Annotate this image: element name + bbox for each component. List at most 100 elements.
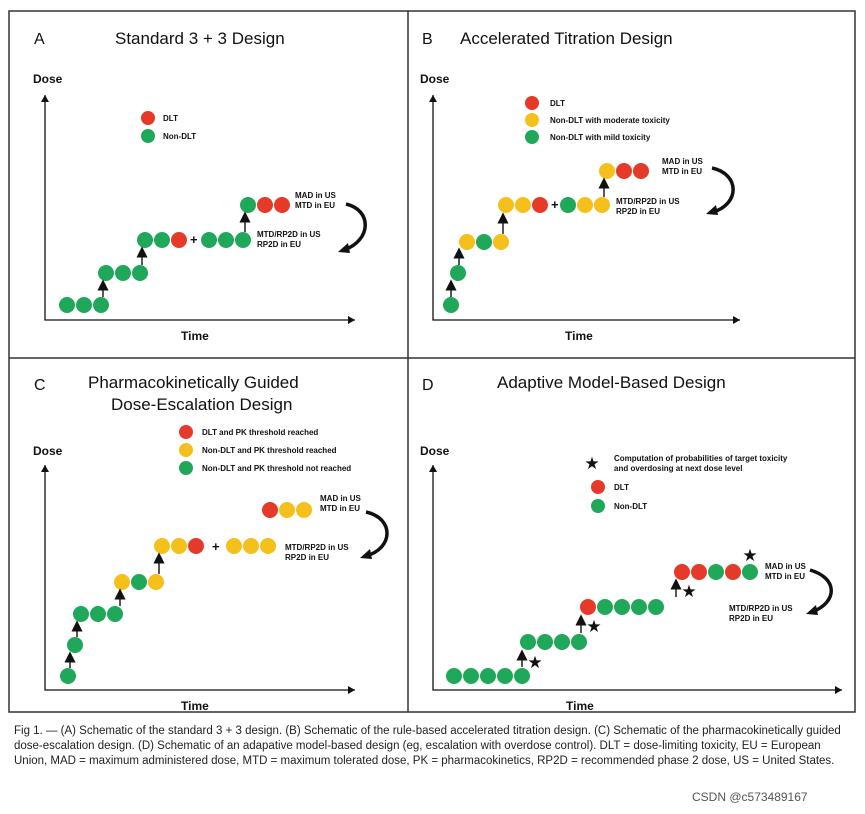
step-arrows [97, 211, 251, 297]
legend-label: Non-DLT and PK threshold not reached [202, 464, 351, 473]
upper-annotation: MAD in US [295, 191, 337, 200]
x-axis-label: Time [181, 329, 209, 343]
panel-title: Accelerated Titration Design [460, 29, 673, 48]
green-dot [497, 668, 513, 684]
lower-annotation: MTD/RP2D in US [616, 197, 680, 206]
y-axis-arrow-icon [429, 465, 437, 472]
yellow-dot [515, 197, 531, 213]
legend-green-dot [525, 130, 539, 144]
red-dot [274, 197, 290, 213]
legend-label: DLT [163, 114, 178, 123]
green-dot [73, 606, 89, 622]
lower-annotation: RP2D in EU [285, 553, 329, 562]
legend-green-dot [141, 129, 155, 143]
green-dot [59, 297, 75, 313]
upper-annotation: MTD in EU [295, 201, 335, 210]
green-dot [597, 599, 613, 615]
green-dot [446, 668, 462, 684]
yellow-dot [459, 234, 475, 250]
red-dot [257, 197, 273, 213]
legend-red-dot [591, 480, 605, 494]
legend-label: Non-DLT with moderate toxicity [550, 116, 670, 125]
legend-yellow-dot [525, 113, 539, 127]
star-icon: ★ [586, 617, 601, 636]
curved-arrow-head-icon [338, 243, 350, 253]
lower-annotation: RP2D in EU [257, 240, 301, 249]
lower-annotation: RP2D in EU [729, 614, 773, 623]
panel-letter: C [34, 377, 46, 394]
axes [432, 465, 842, 691]
y-axis-arrow-icon [41, 465, 49, 472]
legend-red-dot [179, 425, 193, 439]
curved-arrow-icon [343, 202, 367, 252]
y-axis-label: Dose [420, 444, 450, 458]
axes [44, 465, 355, 691]
yellow-dot [243, 538, 259, 554]
green-dot [443, 297, 459, 313]
x-axis-label: Time [565, 329, 593, 343]
panel-d: D Adaptive Model-Based Design Dose Time … [420, 373, 842, 713]
red-dot [532, 197, 548, 213]
red-dot [580, 599, 596, 615]
panel-title: Adaptive Model-Based Design [497, 373, 726, 392]
red-dot [188, 538, 204, 554]
green-dot [60, 668, 76, 684]
y-axis-label: Dose [33, 72, 63, 86]
green-dot [240, 197, 256, 213]
upper-annotation: MAD in US [662, 157, 704, 166]
green-dot [520, 634, 536, 650]
curved-arrow-icon [809, 568, 833, 614]
yellow-dot [493, 234, 509, 250]
y-axis-label: Dose [33, 444, 63, 458]
upper-annotation: MAD in US [320, 494, 362, 503]
upper-annotation: MTD in EU [320, 504, 360, 513]
green-dot [514, 668, 530, 684]
plus-sign: + [190, 232, 198, 247]
green-dot [131, 574, 147, 590]
legend-label: DLT and PK threshold reached [202, 428, 318, 437]
yellow-dot [594, 197, 610, 213]
dot-sequence [59, 197, 290, 313]
yellow-dot [171, 538, 187, 554]
red-dot [616, 163, 632, 179]
green-dot [463, 668, 479, 684]
legend-star-icon: ★ [584, 454, 599, 473]
red-dot [262, 502, 278, 518]
dot-sequence [446, 564, 758, 684]
legend-label: Non-DLT [614, 502, 647, 511]
lower-annotation: MTD/RP2D in US [285, 543, 349, 552]
curved-arrow-head-icon [806, 605, 818, 615]
axes [432, 95, 740, 321]
green-dot [115, 265, 131, 281]
green-dot [554, 634, 570, 650]
yellow-dot [114, 574, 130, 590]
green-dot [235, 232, 251, 248]
legend-yellow-dot [179, 443, 193, 457]
y-axis-label: Dose [420, 72, 450, 86]
x-axis-arrow-icon [348, 316, 355, 324]
legend-red-dot [525, 96, 539, 110]
star-icon: ★ [527, 653, 542, 672]
dot-sequence [60, 502, 312, 684]
yellow-dot [260, 538, 276, 554]
red-dot [691, 564, 707, 580]
green-dot [648, 599, 664, 615]
panel-letter: B [422, 31, 433, 48]
legend-label: DLT [614, 483, 629, 492]
green-dot [107, 606, 123, 622]
green-dot [154, 232, 170, 248]
panel-title: Pharmacokinetically Guided [88, 373, 299, 392]
x-axis-label: Time [181, 699, 209, 713]
green-dot [76, 297, 92, 313]
green-dot [132, 265, 148, 281]
green-dot [90, 606, 106, 622]
panel-title: Standard 3 + 3 Design [115, 29, 285, 48]
panel-a: A Standard 3 + 3 Design Dose Time DLT No… [33, 29, 367, 343]
step-arrows [516, 578, 682, 667]
yellow-dot [226, 538, 242, 554]
legend-red-dot [141, 111, 155, 125]
green-dot [631, 599, 647, 615]
green-dot [476, 234, 492, 250]
panel-b: B Accelerated Titration Design Dose Time… [420, 29, 740, 343]
legend-label: DLT [550, 99, 565, 108]
